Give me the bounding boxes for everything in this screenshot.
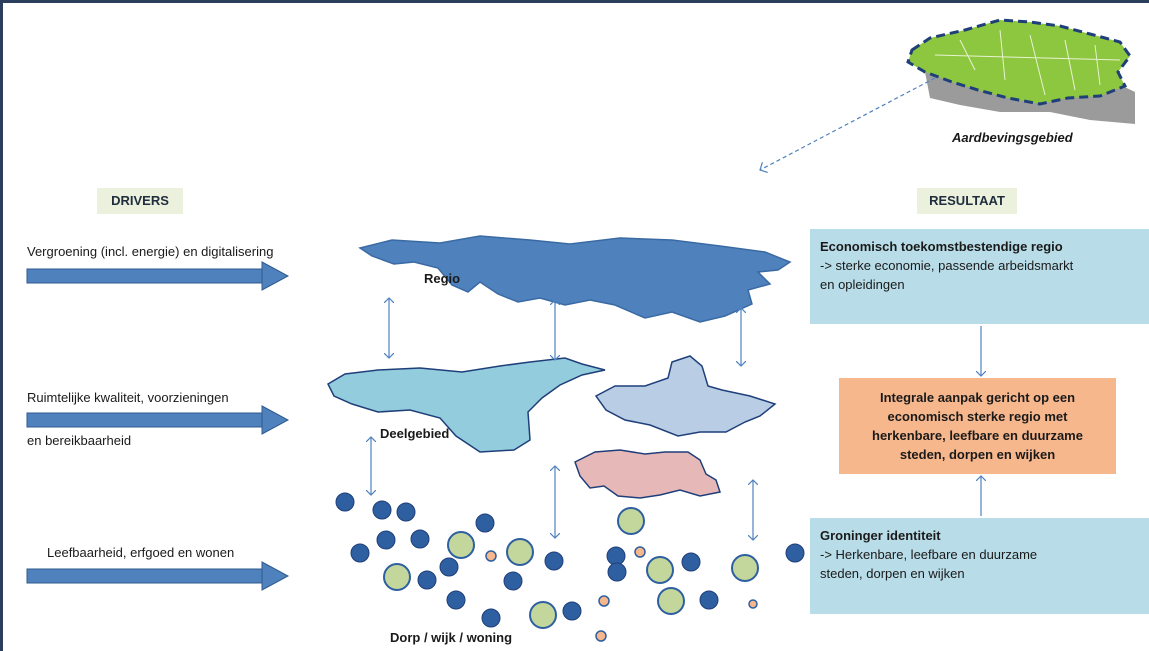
result-top-line-2: en opleidingen xyxy=(820,277,905,292)
village-circle xyxy=(595,630,607,642)
result-bottom-line-1: -> Herkenbare, leefbare en duurzame xyxy=(820,547,1038,562)
region-map xyxy=(906,18,1135,124)
result-middle-line-3: herkenbare, leefbare en duurzame xyxy=(872,428,1083,443)
village-circle xyxy=(544,551,564,571)
village-circle xyxy=(372,500,392,520)
result-middle-line-1: Integrale aanpak gericht op een xyxy=(879,390,1076,405)
village-circle xyxy=(529,601,557,629)
result-label: RESULTAAT xyxy=(917,188,1017,214)
village-circle xyxy=(785,543,805,563)
result-bottom-title: Groninger identiteit xyxy=(820,528,941,543)
driver-arrow-2 xyxy=(26,405,290,435)
village-circle xyxy=(607,562,627,582)
village-circle xyxy=(335,492,355,512)
village-circle xyxy=(646,556,674,584)
village-circle xyxy=(657,587,685,615)
village-circle xyxy=(634,546,646,558)
village-circle xyxy=(681,552,701,572)
dorp-cluster-shape xyxy=(574,449,721,499)
village-circles xyxy=(335,492,805,642)
village-circle xyxy=(417,570,437,590)
driver-label-1: Vergroening (incl. energie) en digitalis… xyxy=(27,244,274,259)
village-circle xyxy=(699,590,719,610)
village-circle xyxy=(447,531,475,559)
deelgebied-shape xyxy=(327,357,606,453)
deelgebied-label: Deelgebied xyxy=(380,426,450,441)
village-circle xyxy=(376,530,396,550)
village-circle xyxy=(598,595,610,607)
village-circle xyxy=(731,554,759,582)
village-circle xyxy=(503,571,523,591)
village-circle xyxy=(446,590,466,610)
drivers-label: DRIVERS xyxy=(97,188,183,214)
result-box-top: Economisch toekomstbestendige regio -> s… xyxy=(810,229,1149,324)
map-caption: Aardbevingsgebied xyxy=(952,130,1073,145)
map-pointer-arrow xyxy=(760,77,936,170)
dorp-label: Dorp / wijk / woning xyxy=(390,630,513,645)
village-circle xyxy=(485,550,497,562)
result-middle-line-2: economisch sterke regio met xyxy=(887,409,1068,424)
result-bottom-line-2: steden, dorpen en wijken xyxy=(820,566,965,581)
village-circle xyxy=(383,563,411,591)
map-earthquake-area xyxy=(906,18,1132,106)
village-circle xyxy=(506,538,534,566)
driver-label-3: Leefbaarheid, erfgoed en wonen xyxy=(47,545,235,560)
village-circle xyxy=(606,546,626,566)
village-circle xyxy=(475,513,495,533)
deelgebied-shape-2 xyxy=(594,355,777,437)
result-middle-line-4: steden, dorpen en wijken xyxy=(899,447,1056,462)
result-box-bottom: Groninger identiteit -> Herkenbare, leef… xyxy=(810,518,1149,614)
driver-arrow-3 xyxy=(26,561,290,591)
map-municipality-lines xyxy=(934,29,1121,96)
village-circle xyxy=(350,543,370,563)
driver-label-2b: en bereikbaarheid xyxy=(27,433,132,448)
regio-label: Regio xyxy=(424,271,461,286)
village-circle xyxy=(410,529,430,549)
driver-arrow-1 xyxy=(26,261,290,291)
result-top-line-1: -> sterke economie, passende arbeidsmark… xyxy=(820,258,1074,273)
village-circle xyxy=(439,557,459,577)
village-circle xyxy=(617,507,645,535)
regio-shape xyxy=(358,235,792,323)
village-circle xyxy=(481,608,501,628)
village-circle xyxy=(396,502,416,522)
village-circle xyxy=(748,599,758,609)
result-top-title: Economisch toekomstbestendige regio xyxy=(820,239,1063,254)
village-circle xyxy=(562,601,582,621)
result-box-middle: Integrale aanpak gericht op een economis… xyxy=(839,378,1116,474)
driver-label-2a: Ruimtelijke kwaliteit, voorzieningen xyxy=(27,390,229,405)
